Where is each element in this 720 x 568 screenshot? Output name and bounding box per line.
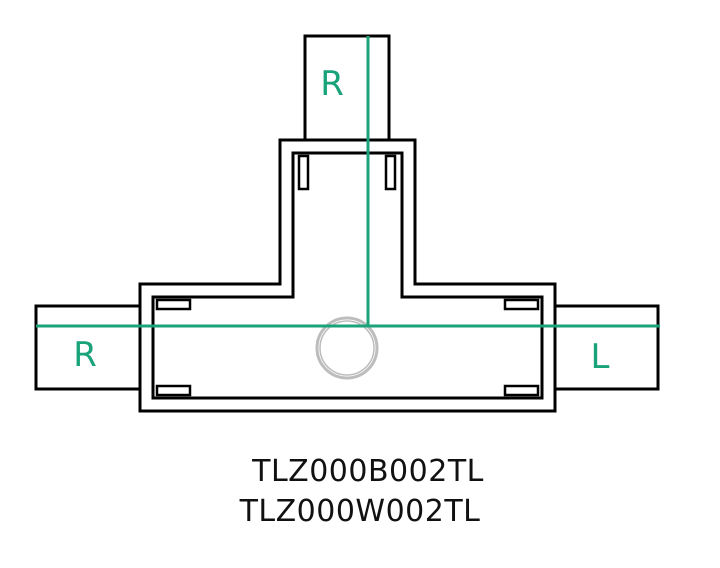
slot-right-upper	[503, 298, 540, 311]
center-hub-outer	[315, 316, 379, 380]
t-body-inner	[151, 151, 544, 400]
slot-top-left	[297, 154, 310, 191]
label-top: R	[320, 64, 344, 104]
slot-left-lower	[155, 384, 192, 397]
slot-left-upper	[155, 298, 192, 311]
center-hub-inner	[319, 320, 375, 376]
product-code-white: TLZ000W002TL	[239, 494, 481, 529]
label-right: L	[591, 337, 610, 377]
slot-right-lower	[503, 384, 540, 397]
label-left: R	[73, 335, 97, 375]
slot-top-right	[384, 154, 397, 191]
top-track-stub	[303, 34, 391, 142]
product-code-black: TLZ000B002TL	[252, 454, 484, 489]
